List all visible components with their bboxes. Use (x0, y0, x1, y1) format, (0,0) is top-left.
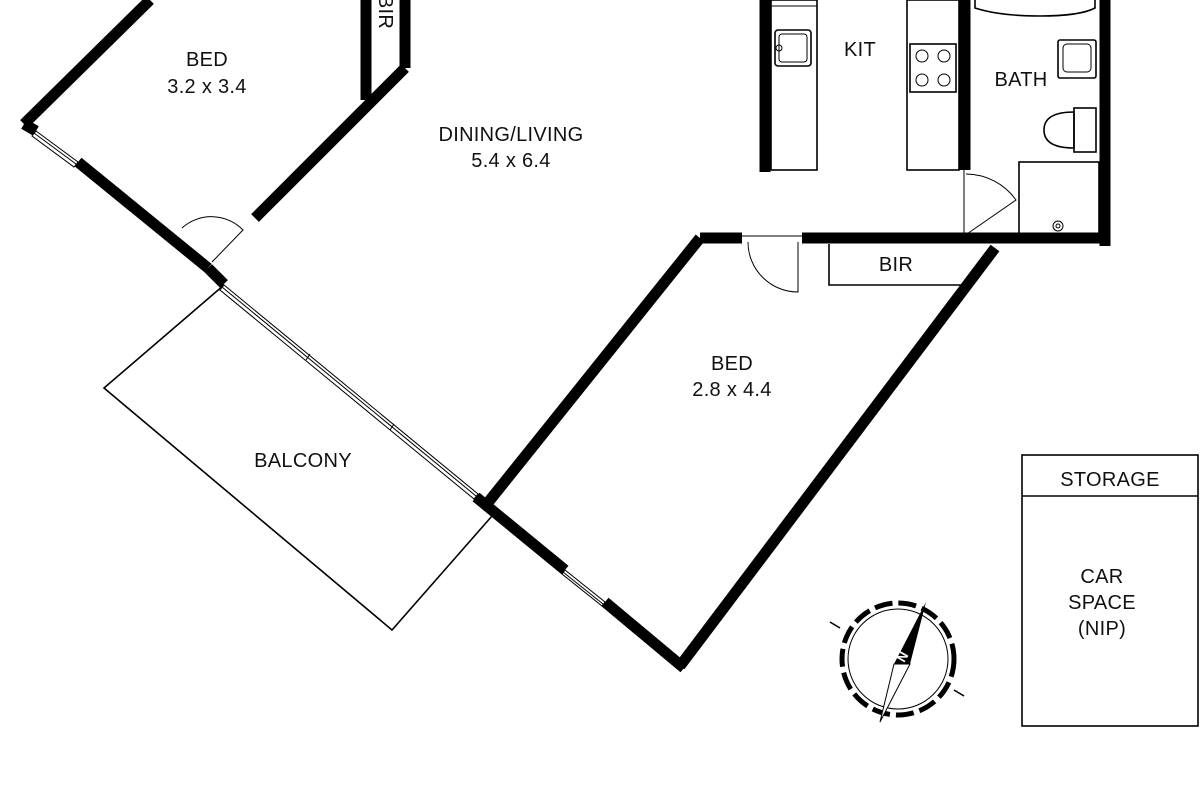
bed1-wall-right (251, 64, 409, 222)
balcony-outline (102, 284, 493, 632)
bath-label: BATH (994, 69, 1047, 91)
bed1-window-line (33, 132, 77, 165)
kitchen-bench-left (770, 0, 818, 171)
compass-inner-ring (847, 608, 949, 710)
car-space-outline (1021, 454, 1199, 727)
bed1-size: 3.2 x 3.4 (167, 76, 246, 98)
compass-needle-tail (879, 663, 911, 723)
compass-tick (829, 621, 841, 629)
balcony-jamb (204, 264, 228, 288)
bed2-wall-bottom-b (601, 597, 688, 673)
bed1-wall-bottom (74, 157, 212, 273)
bed1-wall-corner (21, 119, 39, 136)
bath-door (963, 170, 1017, 237)
bed2-wall-right (675, 244, 1000, 670)
bed1-wall-top (20, 0, 154, 128)
bed2-size: 2.8 x 4.4 (692, 379, 771, 401)
bed2-label: BED (711, 353, 753, 375)
balcony-label: BALCONY (254, 450, 352, 472)
kitchen-sink (774, 29, 812, 67)
compass-ring (839, 600, 957, 718)
slider-mark (389, 423, 395, 431)
kitchen-area (759, 0, 1111, 246)
burner (937, 49, 951, 63)
kitchen-label: KIT (844, 39, 876, 61)
dining-living-label: DINING/LIVING (438, 124, 583, 146)
drain-centre (1055, 223, 1061, 229)
bath-vanity (1057, 39, 1097, 79)
bed2-door (747, 241, 799, 293)
car-space-label-line3: (NIP) (1078, 618, 1126, 640)
car-space-label-line2: SPACE (1068, 592, 1136, 614)
bedroom-1 (20, 0, 411, 273)
burner (915, 73, 929, 87)
car-space-label-line1: CAR (1080, 566, 1123, 588)
sink-tap (775, 44, 783, 52)
compass: N (829, 600, 965, 723)
bir2-label: BIR (879, 254, 913, 276)
bedroom-2 (472, 232, 1105, 673)
compass-tick (953, 689, 965, 697)
toilet (1043, 111, 1075, 149)
sink-bowl (778, 33, 808, 63)
floor-drain (1052, 220, 1064, 232)
vanity-basin (1062, 43, 1092, 73)
bed1-label: BED (186, 49, 228, 71)
car-space (1021, 454, 1199, 727)
balcony (102, 264, 493, 632)
bed2-window-line (562, 571, 604, 605)
laundry-area (1018, 161, 1100, 237)
burner (937, 73, 951, 87)
bed2-wall-left (481, 234, 705, 509)
slider-track (221, 286, 477, 497)
bir2-outline (828, 244, 996, 286)
dining-living-size: 5.4 x 6.4 (471, 150, 550, 172)
bed2-wall-bottom-a (472, 492, 569, 575)
compass-needle (894, 602, 926, 664)
toilet-cistern (1073, 107, 1097, 153)
bir-top-label: BIR (374, 0, 396, 29)
cooktop (909, 43, 957, 93)
storage-label: STORAGE (1060, 469, 1160, 491)
slider-mark (305, 353, 311, 361)
burner (915, 49, 929, 63)
bathtub (974, 0, 1096, 17)
bed1-door (181, 216, 244, 263)
kitchen-bench-right (906, 0, 960, 171)
